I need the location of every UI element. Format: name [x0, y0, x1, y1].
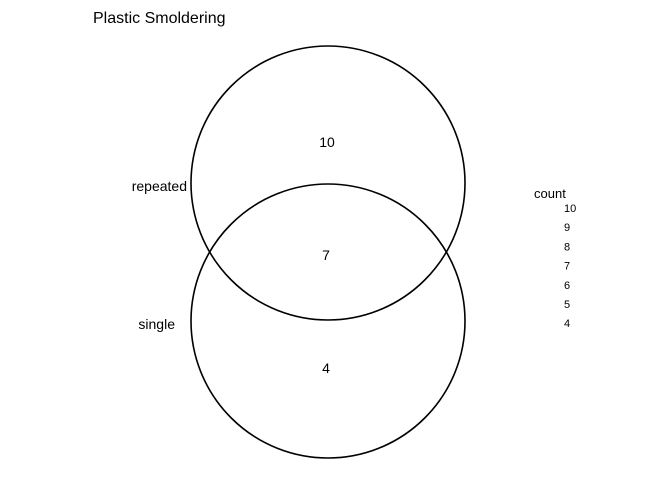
set-label-repeated: repeated: [132, 178, 187, 194]
chart-title: Plastic Smoldering: [93, 10, 226, 27]
set-circle-repeated: [190, 45, 466, 321]
legend-value: 8: [564, 241, 570, 253]
legend-values: 10 9 8 7 6 5 4: [564, 203, 576, 330]
region-count-single-only: 4: [322, 360, 330, 376]
legend-value: 10: [564, 203, 576, 215]
legend-value: 4: [564, 318, 570, 330]
legend-value: 5: [564, 299, 570, 311]
legend-value: 7: [564, 261, 570, 273]
set-label-single: single: [138, 316, 175, 332]
legend-value: 6: [564, 280, 570, 292]
region-count-intersection: 7: [322, 247, 330, 263]
set-circle-single: [190, 183, 466, 459]
legend-title: count: [534, 186, 566, 201]
region-count-repeated-only: 10: [319, 134, 335, 150]
legend-value: 9: [564, 222, 570, 234]
